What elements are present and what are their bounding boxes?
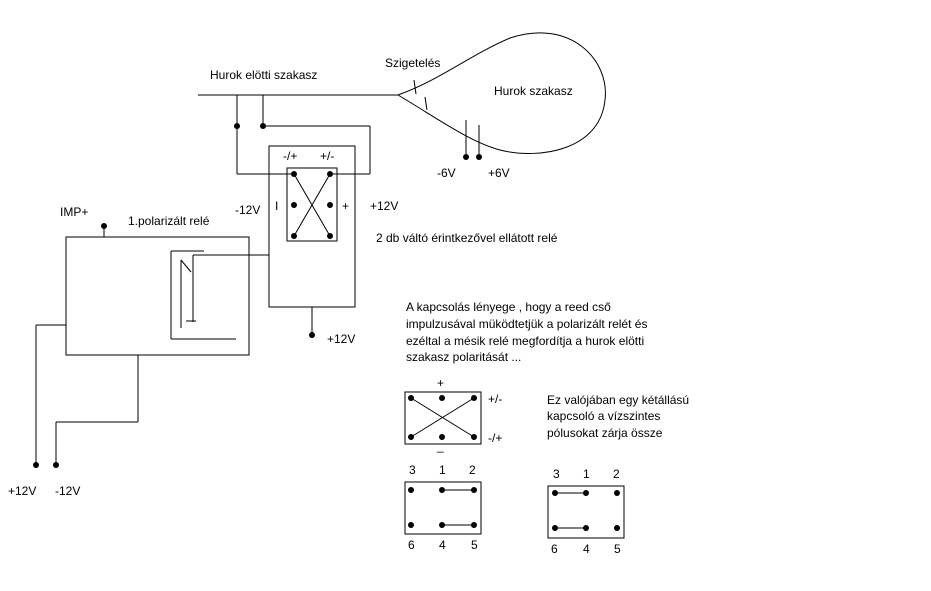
contact-1 xyxy=(291,171,297,177)
pin-label-b-2: 2 xyxy=(613,467,620,481)
plus6v-label: +6V xyxy=(488,166,510,180)
contact-2 xyxy=(327,171,333,177)
bottom-plus12v-label: +12V xyxy=(8,484,36,498)
insulation-mark-2 xyxy=(424,96,428,111)
relay-left-sign: I xyxy=(275,199,278,213)
contact-3 xyxy=(291,202,297,208)
pin-label-b-1: 1 xyxy=(583,467,590,481)
pin-b-dot-5 xyxy=(614,525,620,531)
relay-supply-terminal xyxy=(309,332,315,338)
pin-b-dot-3 xyxy=(552,490,558,496)
detail-dot-4 xyxy=(408,434,414,440)
explanation-line-3: ezéltal a mésik relé megfordítja a hurok… xyxy=(406,334,644,348)
pin-box-a xyxy=(404,481,482,535)
pin-label-b-3: 3 xyxy=(553,467,560,481)
relay-bottom-supply-label: +12V xyxy=(327,332,355,346)
relay-top-right-label: +/- xyxy=(320,149,334,163)
relay-contacts xyxy=(286,167,338,242)
explanation: A kapcsolás lényege , hogy a reed cső im… xyxy=(406,300,647,364)
pin-label-b-6: 6 xyxy=(551,542,558,556)
explanation-line-1: A kapcsolás lényege , hogy a reed cső xyxy=(406,300,611,314)
imp-terminal xyxy=(101,223,107,229)
track-taps xyxy=(234,95,371,175)
detail-dot-5 xyxy=(439,434,445,440)
detail-dot-3 xyxy=(471,395,477,401)
pin-label-a-4: 4 xyxy=(439,538,446,552)
terminal-minus6v xyxy=(463,154,469,160)
detail-dot-2 xyxy=(439,395,445,401)
relay-description: 2 db váltó érintkezővel ellátott relé xyxy=(376,231,558,245)
pin-label-a-6: 6 xyxy=(408,538,415,552)
detail-right-bottom-label: -/+ xyxy=(488,431,502,445)
tap-dot-1 xyxy=(234,123,240,129)
insulation-mark-1 xyxy=(413,79,417,95)
contact-4 xyxy=(327,202,333,208)
pin-diagram-a: 3 1 2 6 4 5 xyxy=(404,463,482,552)
terminal-minus12v xyxy=(53,462,59,468)
track-before-label: Hurok elötti szakasz xyxy=(210,68,317,82)
pin-diagram-b: 3 1 2 6 4 5 xyxy=(547,467,625,556)
detail-minus-label: _ xyxy=(436,439,444,453)
detail-cross-body xyxy=(404,391,482,445)
polarized-relay: IMP+ 1.polarizált relé +12V -12V xyxy=(8,205,265,498)
relay-left-supply-label: -12V xyxy=(235,203,260,217)
track xyxy=(198,32,606,160)
explanation-line-4: szakasz polaritását ... xyxy=(406,350,521,364)
note: Ez valójában egy kétállású kapcsoló a ví… xyxy=(547,393,689,440)
loop-label: Hurok szakasz xyxy=(494,84,573,98)
detail-right-top-label: +/- xyxy=(488,392,502,406)
pin-a-dot-5 xyxy=(471,522,477,528)
contact-6 xyxy=(327,233,333,239)
pin-label-a-5: 5 xyxy=(471,538,478,552)
pin-box-b xyxy=(547,485,625,539)
changeover-relay: -/+ +/- -12V I + +12V 2 db váltó érintke… xyxy=(235,145,558,346)
pin-b-dot-6 xyxy=(552,525,558,531)
note-line-1: Ez valójában egy kétállású xyxy=(547,393,689,407)
pin-a-dot-6 xyxy=(408,522,414,528)
terminal-plus6v xyxy=(476,154,482,160)
pin-a-dot-3 xyxy=(408,487,414,493)
detail-cross-2 xyxy=(410,397,475,438)
pin-b-dot-4 xyxy=(583,525,589,531)
cross-2 xyxy=(293,173,331,237)
note-line-3: pólusokat zárja össze xyxy=(547,426,663,440)
detail-dot-6 xyxy=(471,434,477,440)
contact-5 xyxy=(291,233,297,239)
pin-label-a-2: 2 xyxy=(469,463,476,477)
detail-cross: + _ +/- -/+ xyxy=(404,376,502,453)
polarized-relay-body xyxy=(65,236,250,356)
pin-b-dot-2 xyxy=(614,490,620,496)
pin-a-dot-2 xyxy=(471,487,477,493)
pin-a-dot-4 xyxy=(439,522,445,528)
pin-a-dot-1 xyxy=(439,487,445,493)
relay-top-left-label: -/+ xyxy=(283,149,297,163)
pin-label-b-5: 5 xyxy=(614,542,621,556)
pin-b-dot-1 xyxy=(583,490,589,496)
imp-label: IMP+ xyxy=(60,205,88,219)
insulation-label: Szigetelés xyxy=(385,56,440,70)
bottom-minus12v-label: -12V xyxy=(55,484,80,498)
relay-right-sign: + xyxy=(342,199,349,213)
pin-label-a-1: 1 xyxy=(439,463,446,477)
minus6v-label: -6V xyxy=(437,166,456,180)
explanation-line-2: impulzusával müködtetjük a polarizált re… xyxy=(406,317,647,331)
pin-label-a-3: 3 xyxy=(409,463,416,477)
detail-dot-1 xyxy=(408,395,414,401)
detail-plus-label: + xyxy=(437,376,444,390)
polarized-relay-label: 1.polarizált relé xyxy=(128,214,210,228)
reed-blade-tip xyxy=(180,259,192,273)
terminal-plus12v xyxy=(33,462,39,468)
pin-label-b-4: 4 xyxy=(583,542,590,556)
relay-body xyxy=(268,145,356,308)
relay-right-supply-label: +12V xyxy=(370,199,398,213)
note-line-2: kapcsoló a vízszintes xyxy=(547,409,660,423)
